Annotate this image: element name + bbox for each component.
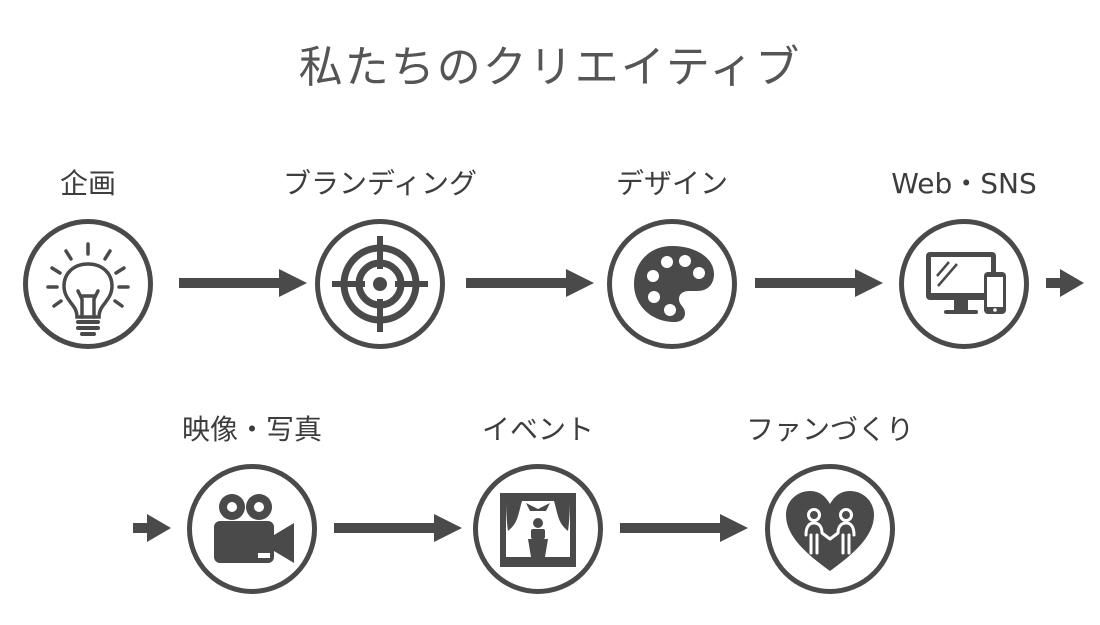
- step-node-event: [473, 464, 603, 594]
- step-node-fan-building: [765, 464, 895, 594]
- step-node-design: [607, 219, 737, 349]
- step-label-planning: 企画: [59, 167, 117, 200]
- step-label-branding: ブランディング: [282, 167, 478, 200]
- flow-arrow-1: [179, 266, 307, 300]
- diagram-title: 私たちのクリエイティブ: [298, 42, 802, 93]
- flow-arrow-5: [620, 511, 748, 545]
- step-node-web-sns: [899, 219, 1029, 349]
- step-node-video-photo: [187, 464, 317, 594]
- step-label-event: イベント: [481, 413, 595, 446]
- step-label-fan-building: ファンづくり: [745, 413, 915, 446]
- stage-icon: [500, 493, 576, 567]
- step-label-web-sns: Web・SNS: [891, 167, 1037, 200]
- flow-arrow-continue-out: [1046, 266, 1086, 300]
- flow-arrow-continue-in: [133, 511, 173, 545]
- step-node-branding: [315, 219, 445, 349]
- flow-arrow-4: [334, 511, 462, 545]
- video-camera-icon: [214, 494, 294, 563]
- devices-icon: [926, 252, 1006, 314]
- lightbulb-icon: [46, 242, 130, 336]
- step-node-planning: [23, 219, 153, 349]
- palette-icon: [634, 246, 714, 322]
- flow-arrow-3: [755, 266, 883, 300]
- heart-people-icon: [786, 491, 874, 571]
- flow-arrow-2: [466, 266, 594, 300]
- step-label-video-photo: 映像・写真: [181, 413, 323, 446]
- step-label-design: デザイン: [615, 167, 729, 200]
- target-icon: [332, 236, 428, 332]
